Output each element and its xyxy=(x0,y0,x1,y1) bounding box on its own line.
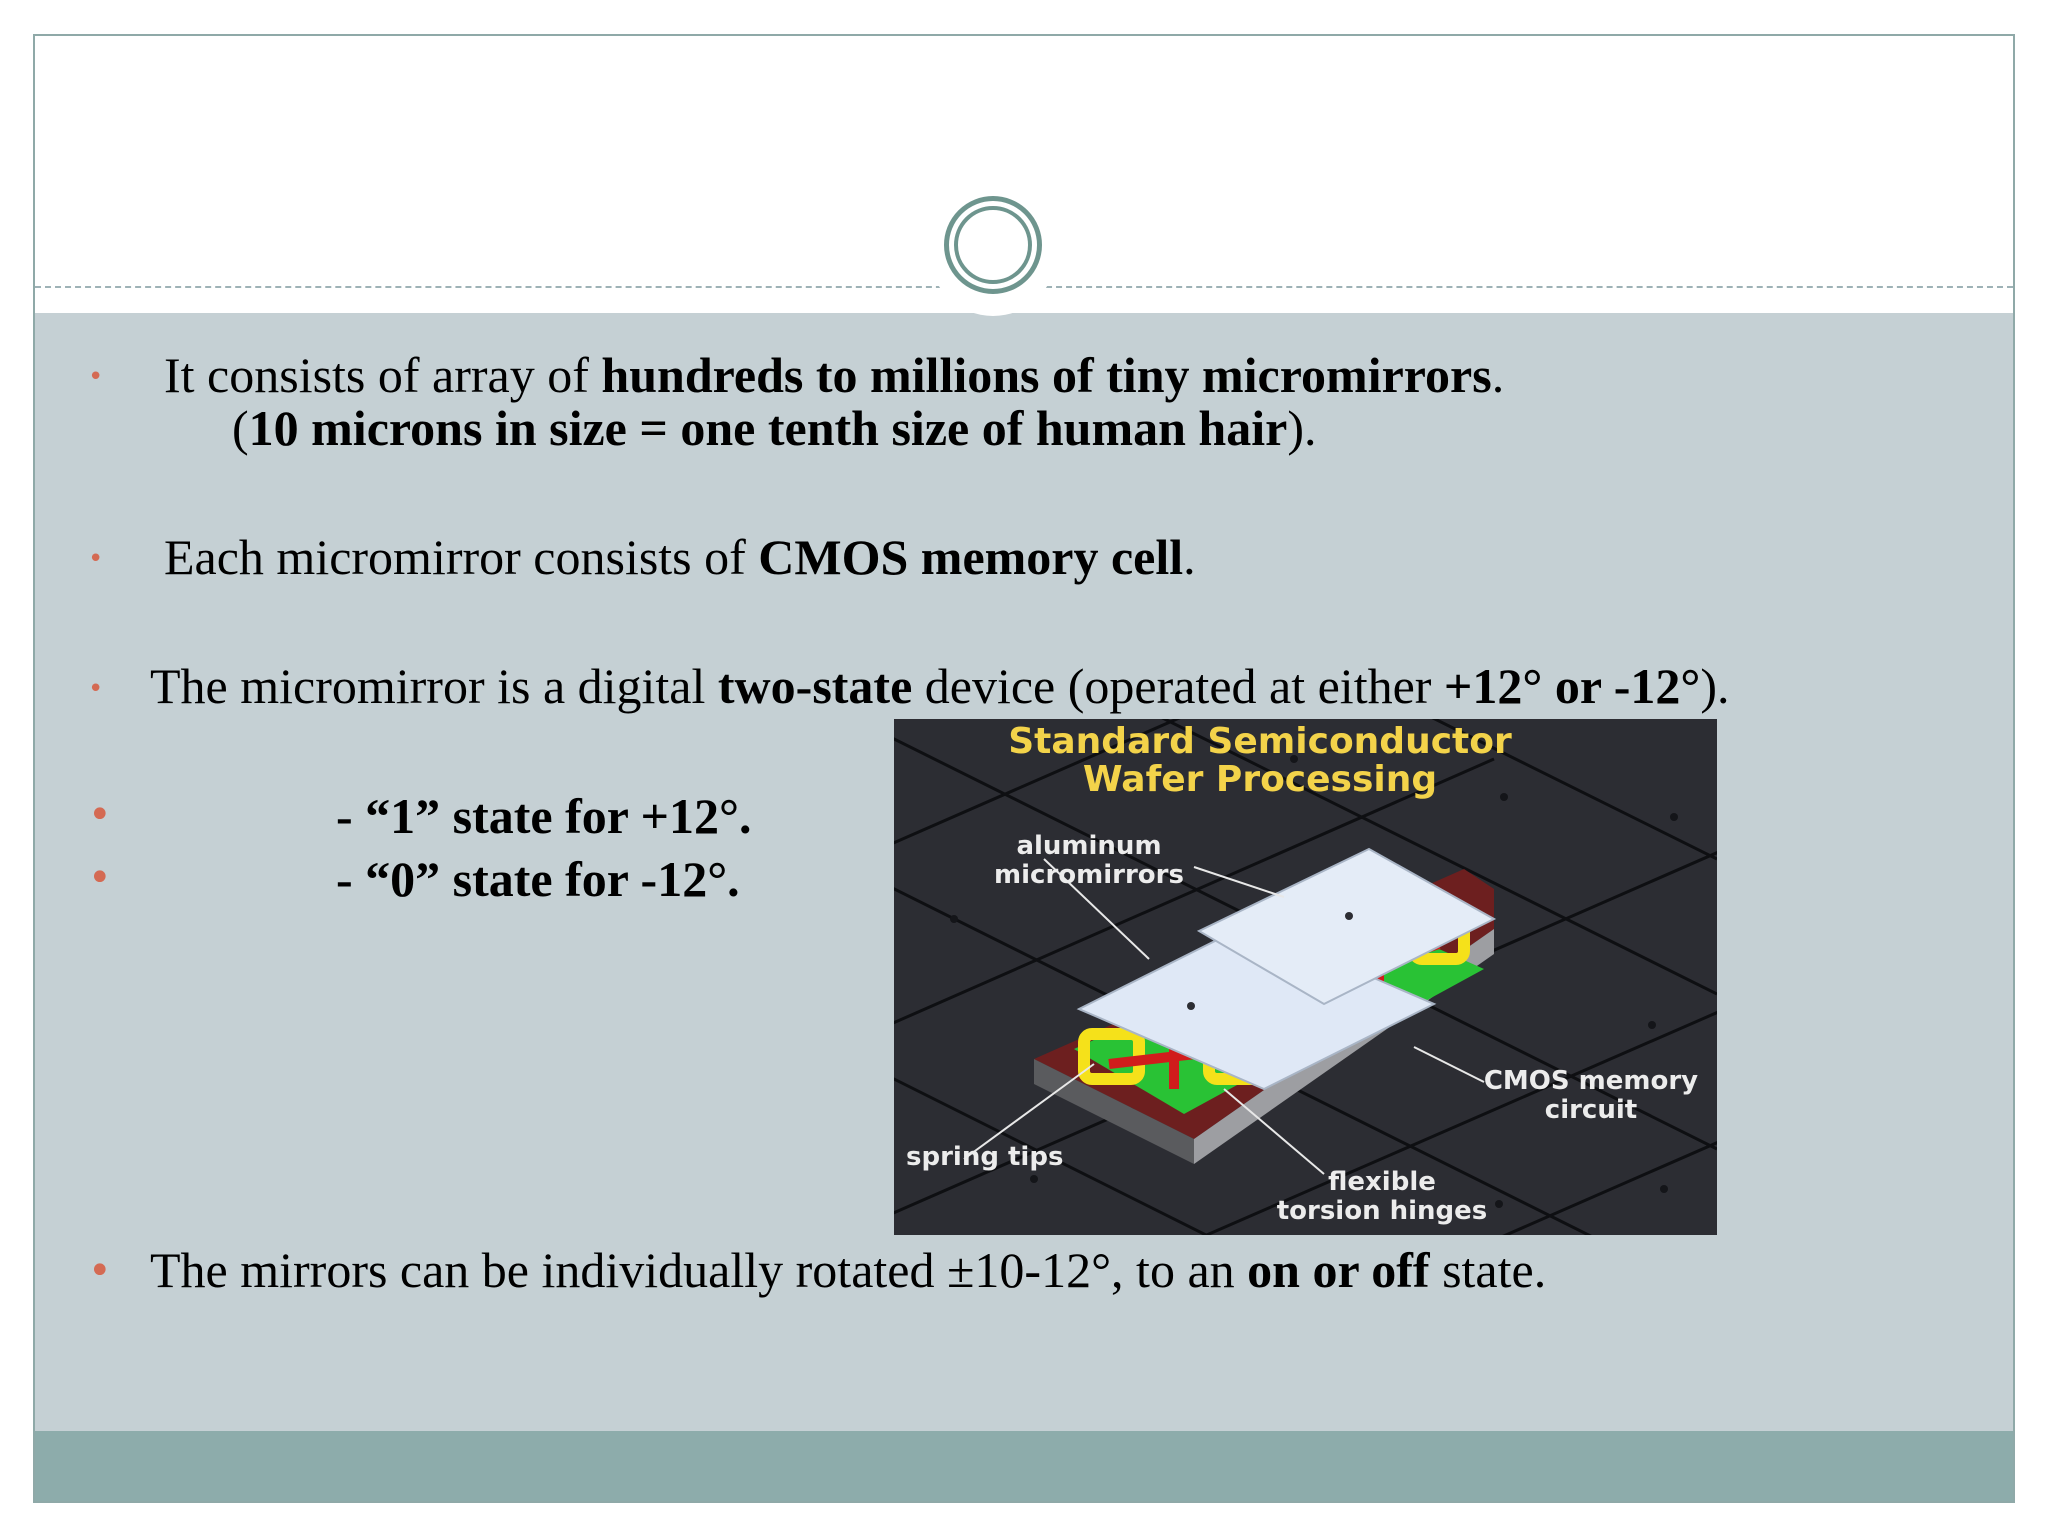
bullet-1-punct: . xyxy=(1491,347,1505,403)
bullet-3-line: The micromirror is a digital two-state d… xyxy=(150,661,1730,711)
micromirror-right xyxy=(1196,847,1497,1006)
label-micromirrors-2: micromirrors xyxy=(994,860,1184,890)
bullet-5-line: - “0” state for -12°. xyxy=(336,854,740,904)
label-micromirrors-1: aluminum xyxy=(1016,831,1161,861)
figure-title-line-2: Wafer Processing xyxy=(1083,759,1437,800)
bullet-marker: • xyxy=(88,855,112,901)
label-hinges-2: torsion hinges xyxy=(1277,1196,1488,1226)
bullet-marker: • xyxy=(88,544,104,574)
footer-band xyxy=(35,1431,2013,1501)
bullet-2-punct: . xyxy=(1183,529,1196,585)
micromirror-left xyxy=(1076,922,1437,1091)
header-circle-ornament xyxy=(944,196,1042,294)
bullet-2-bold: CMOS memory cell xyxy=(758,529,1184,585)
bullet-2-line: Each micromirror consists of CMOS memory… xyxy=(164,532,1196,582)
bullet-6-punct: state. xyxy=(1429,1242,1547,1298)
grid-dots xyxy=(950,755,1678,1208)
label-hinges-1: flexible xyxy=(1328,1167,1436,1197)
bullet-4-bold: - “1” state for +12°. xyxy=(336,788,752,844)
bullet-6-line: The mirrors can be individually rotated … xyxy=(150,1245,1546,1295)
bullet-3-text-mid: device (operated at either xyxy=(912,658,1444,714)
bullet-marker: • xyxy=(88,362,104,392)
bullet-1-line-2: (10 microns in size = one tenth size of … xyxy=(232,403,1316,453)
callout-lines xyxy=(963,858,1485,1175)
cmos-substrate-left xyxy=(1034,1059,1194,1164)
bullet-2-text: Each micromirror consists of xyxy=(164,529,759,585)
label-cmos-2: circuit xyxy=(1545,1095,1637,1125)
bullet-1-line-2-open: ( xyxy=(232,400,249,456)
mirror-post xyxy=(1187,1002,1195,1010)
label-cmos-1: CMOS memory xyxy=(1484,1066,1698,1096)
bullet-1-line-1: It consists of array of hundreds to mill… xyxy=(164,350,1504,400)
bullet-5-bold: - “0” state for -12°. xyxy=(336,851,740,907)
mirror-post xyxy=(1345,912,1353,920)
bullet-marker: • xyxy=(88,792,112,838)
label-spring-tips: spring tips xyxy=(906,1142,1063,1172)
bullet-6-bold: on or off xyxy=(1247,1242,1430,1298)
figure-title-line-1: Standard Semiconductor xyxy=(1008,721,1512,762)
dmd-cell-illustration: Standard Semiconductor Wafer Processing … xyxy=(894,719,1717,1235)
bullet-marker: • xyxy=(88,674,104,704)
bullet-3-bold-1: two-state xyxy=(717,658,913,714)
bullet-3-punct: ). xyxy=(1700,658,1730,714)
bullet-1-line-2-close: ). xyxy=(1287,400,1317,456)
bullet-6-text: The mirrors can be individually rotated … xyxy=(150,1242,1248,1298)
bullet-3-bold-2: +12° or -12° xyxy=(1443,658,1701,714)
bullet-1-text: It consists of array of xyxy=(164,347,602,403)
bullet-1-line-2-bold: 10 microns in size = one tenth size of h… xyxy=(248,400,1288,456)
bullet-1-bold: hundreds to millions of tiny micromirror… xyxy=(601,347,1492,403)
bullet-3-text: The micromirror is a digital xyxy=(150,658,718,714)
bullet-marker: • xyxy=(88,1248,112,1294)
bullet-4-line: - “1” state for +12°. xyxy=(336,791,752,841)
dmd-cell-drawing: Standard Semiconductor Wafer Processing … xyxy=(894,719,1717,1235)
